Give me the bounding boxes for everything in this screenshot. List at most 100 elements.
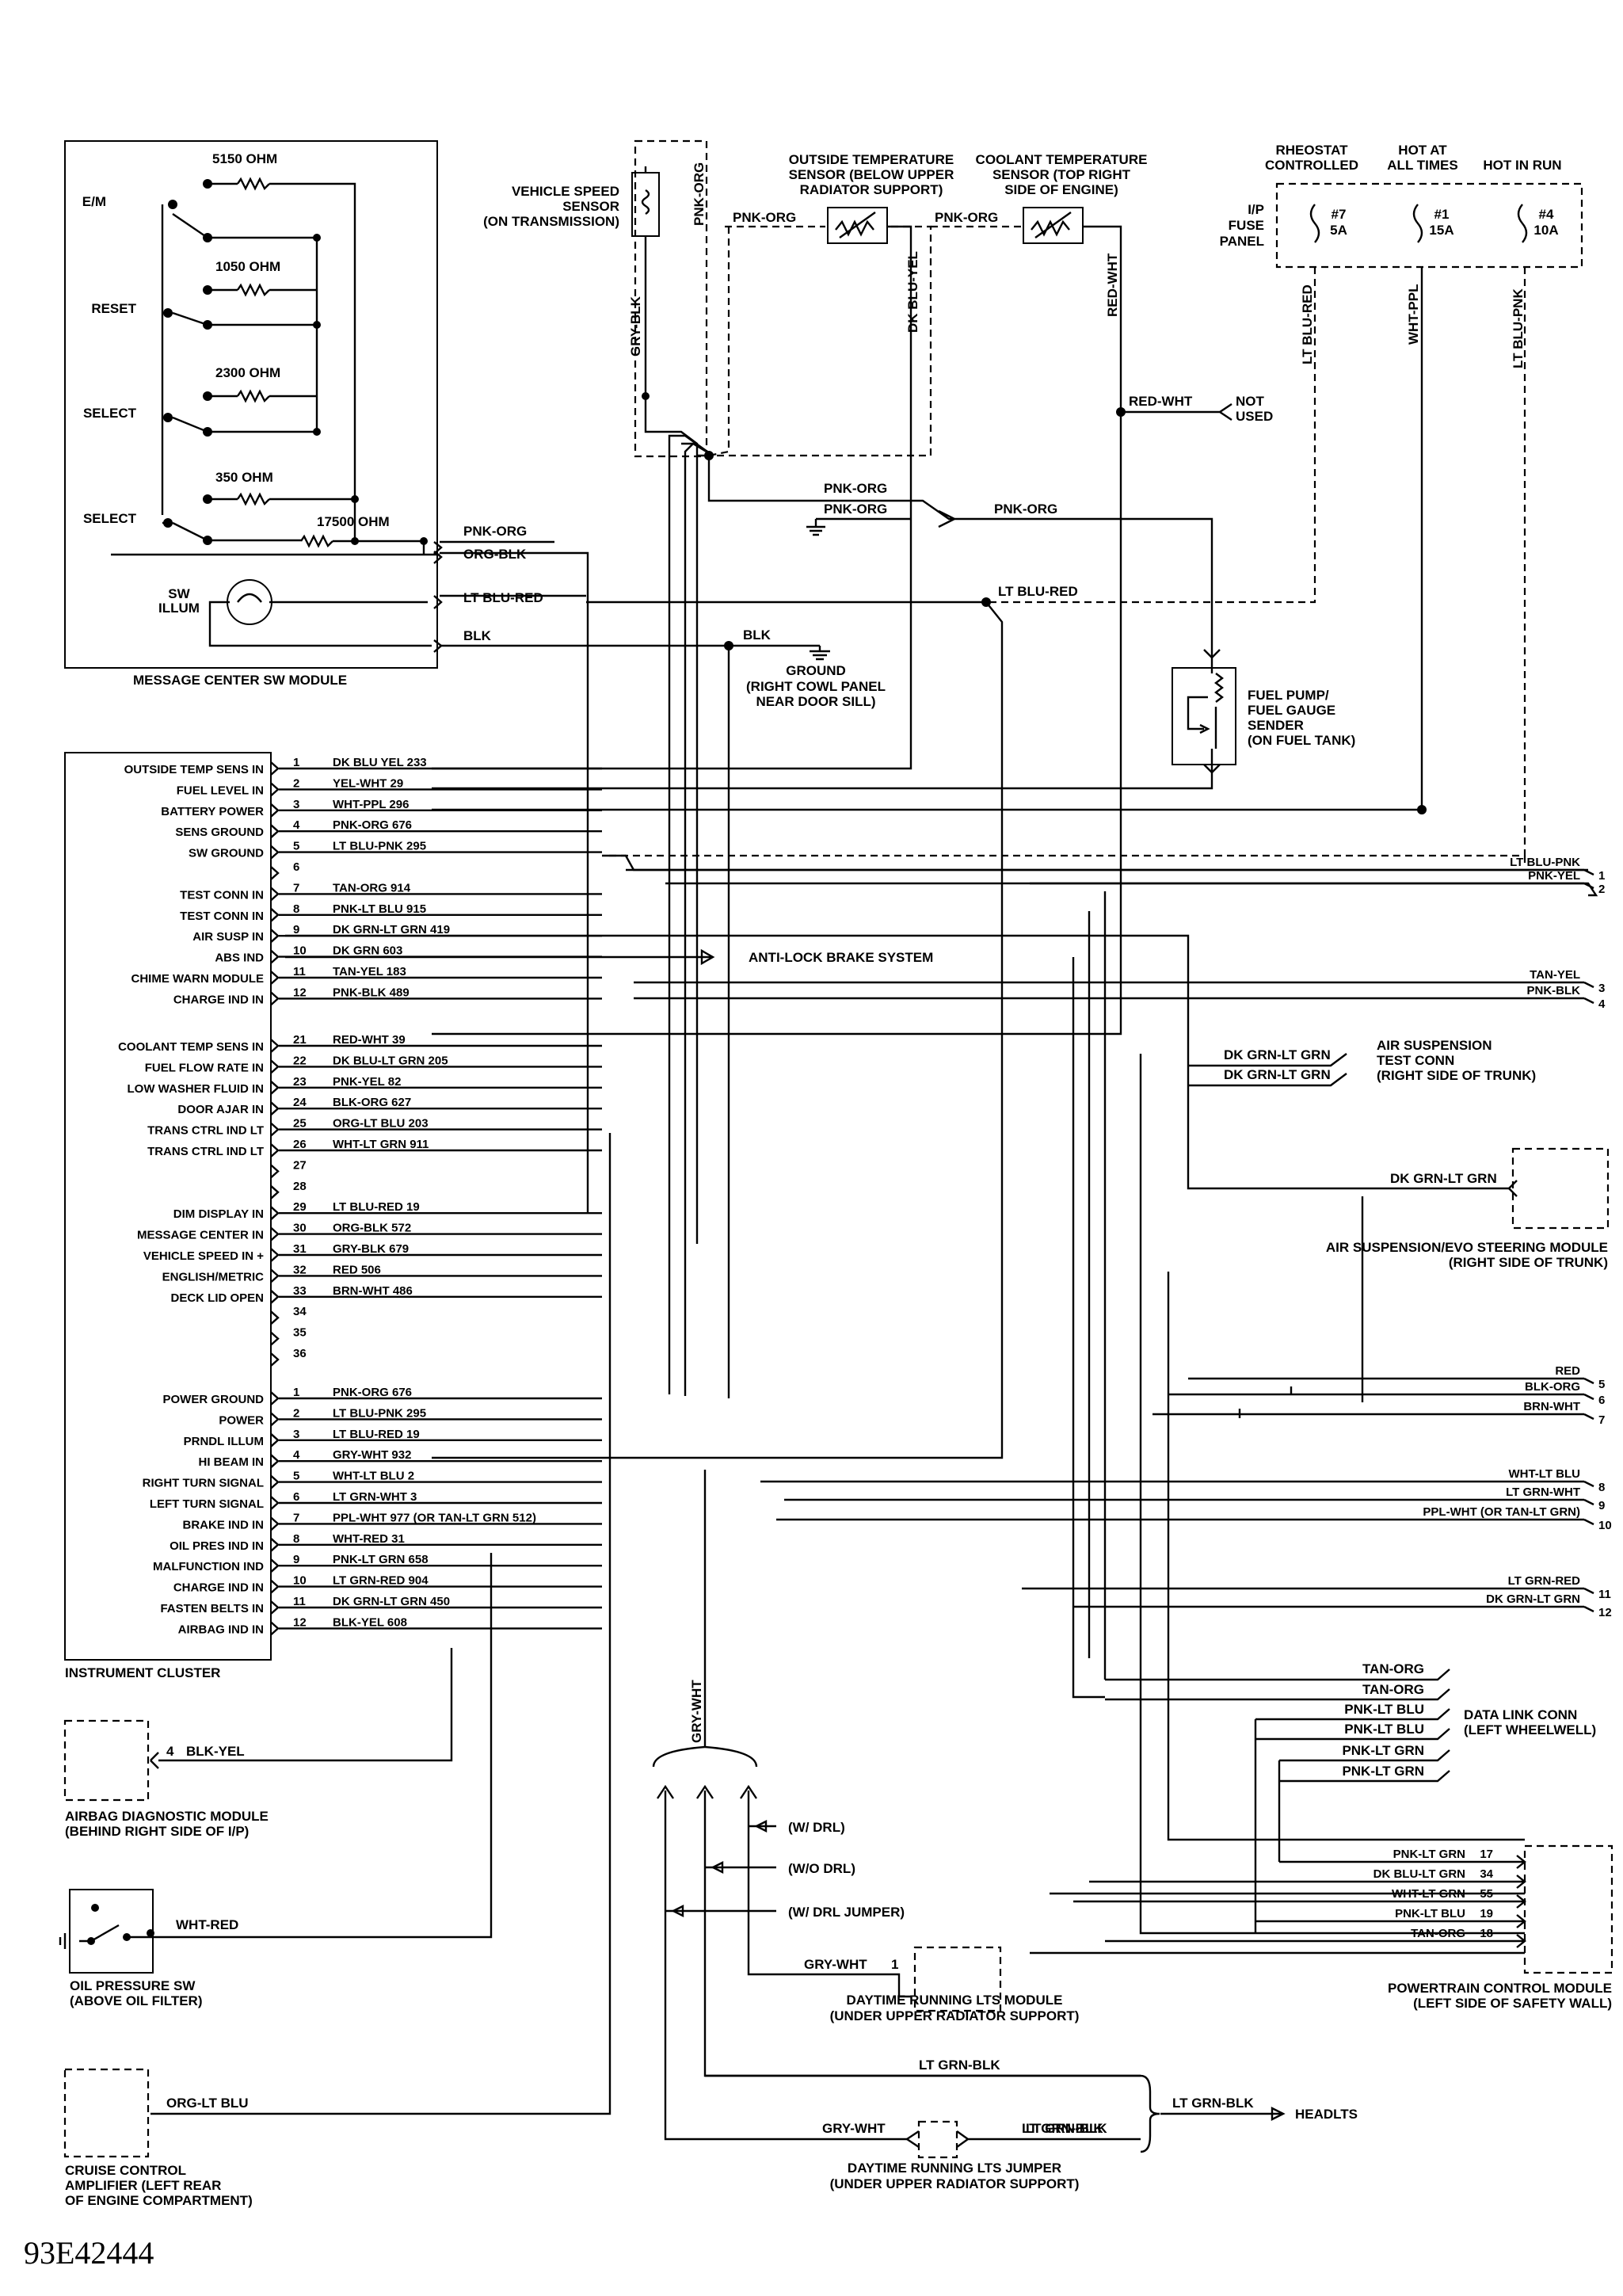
cluster-pin-number: 28 bbox=[293, 1180, 307, 1193]
mc-wire-pnk-org: PNK-ORG bbox=[463, 524, 527, 539]
fuse-header-hot-1: HOT AT bbox=[1398, 143, 1447, 158]
cruise-title-3: OF ENGINE COMPARTMENT) bbox=[65, 2193, 253, 2208]
cluster-pin-wire: PNK-ORG 676 bbox=[333, 818, 412, 832]
cluster-pin-name: DIM DISPLAY IN bbox=[173, 1207, 264, 1221]
mid-wire-lt-blu-red: LT BLU-RED bbox=[998, 584, 1078, 599]
cluster-pin-arrow bbox=[270, 1122, 280, 1137]
cluster-pin-arrow bbox=[270, 991, 280, 1006]
sw-illum-label-2: ILLUM bbox=[158, 601, 200, 616]
mc-wire-org-blk: ORG-BLK bbox=[463, 547, 527, 562]
cluster-pin-arrow bbox=[270, 1412, 280, 1427]
right-ref-tick bbox=[1583, 1518, 1594, 1526]
fuse-7-num: #7 bbox=[1332, 207, 1347, 222]
fuse-header-run: HOT IN RUN bbox=[1483, 158, 1561, 173]
cluster-pin-name: FUEL LEVEL IN bbox=[177, 784, 264, 797]
cluster-pin-wire: DK GRN-LT GRN 419 bbox=[333, 923, 450, 936]
ground-title-3: NEAR DOOR SILL) bbox=[756, 694, 875, 709]
drl-headlts-wire-2: LT GRN-BLK bbox=[1022, 2121, 1103, 2136]
abs-label: ANTI-LOCK BRAKE SYSTEM bbox=[749, 950, 933, 965]
cluster-pin-wire: LT BLU-RED 19 bbox=[333, 1428, 420, 1441]
cluster-pin-wire: LT BLU-PNK 295 bbox=[333, 1406, 426, 1420]
cluster-pin-arrow bbox=[270, 971, 280, 985]
cluster-pin-wire: PNK-BLK 489 bbox=[333, 986, 410, 999]
drl-module-pin: 1 bbox=[891, 1957, 898, 1972]
cluster-pin-arrow bbox=[270, 1310, 280, 1325]
cluster-pin-arrow bbox=[270, 1432, 280, 1447]
cluster-pin-number: 24 bbox=[293, 1096, 307, 1109]
cluster-pin-number: 30 bbox=[293, 1222, 307, 1235]
cruise-control-amplifier: ORG-LT BLU CRUISE CONTROL AMPLIFIER (LEF… bbox=[63, 1133, 611, 2208]
drl-option-jumper: (W/ DRL JUMPER) bbox=[788, 1905, 905, 1920]
cluster-pin-name: SW GROUND bbox=[189, 847, 264, 860]
right-ref-wire: PNK-YEL bbox=[1528, 869, 1580, 883]
instrument-cluster-title: INSTRUMENT CLUSTER bbox=[65, 1665, 220, 1680]
cluster-pin-name: TRANS CTRL IND LT bbox=[147, 1124, 264, 1138]
cluster-pin-name: ABS IND bbox=[215, 952, 264, 965]
cluster-pin-number: 8 bbox=[293, 1532, 299, 1546]
switch-label-reset: RESET bbox=[91, 301, 136, 316]
switch-label-select-2: SELECT bbox=[83, 511, 137, 526]
cluster-pin-name: PRNDL ILLUM bbox=[184, 1435, 264, 1448]
vss-title-3: (ON TRANSMISSION) bbox=[483, 214, 619, 229]
cluster-pin-wire: TAN-ORG 914 bbox=[333, 881, 411, 894]
drl-jumper-title-2: (UNDER UPPER RADIATOR SUPPORT) bbox=[830, 2176, 1080, 2191]
cluster-pin-arrow bbox=[270, 1331, 280, 1346]
drl-module-title-2: (UNDER UPPER RADIATOR SUPPORT) bbox=[830, 2008, 1080, 2023]
cluster-pin-wire: ORG-LT BLU 203 bbox=[333, 1117, 429, 1131]
cluster-pin-number: 33 bbox=[293, 1284, 307, 1298]
fuel-pump-title-4: (ON FUEL TANK) bbox=[1248, 733, 1355, 748]
cluster-pin-name: CHARGE IND IN bbox=[173, 1581, 264, 1595]
air-susp-wire-2: DK GRN-LT GRN bbox=[1224, 1067, 1331, 1082]
cluster-pin-wire: WHT-LT GRN 911 bbox=[333, 1138, 429, 1151]
cluster-pin-wire: PNK-LT GRN 658 bbox=[333, 1553, 429, 1566]
cts-title-2: SENSOR (TOP RIGHT bbox=[992, 167, 1131, 182]
cluster-pin-arrow bbox=[270, 1080, 280, 1095]
sw-illum-label-1: SW bbox=[168, 586, 190, 601]
cluster-pin-wire: WHT-PPL 296 bbox=[333, 798, 409, 811]
dlc-wire-2: TAN-ORG bbox=[1362, 1682, 1424, 1697]
right-ref-number: 12 bbox=[1598, 1606, 1612, 1619]
dlc-title-2: (LEFT WHEELWELL) bbox=[1464, 1722, 1596, 1737]
cluster-pin-name: ENGLISH/METRIC bbox=[162, 1270, 265, 1283]
drl-headlts-out-wire: LT GRN-BLK bbox=[1172, 2096, 1254, 2111]
dlc-wire-6: PNK-LT GRN bbox=[1342, 1764, 1424, 1779]
cluster-pin-number: 34 bbox=[293, 1305, 307, 1318]
pcm-pin-wire: PNK-LT GRN bbox=[1393, 1848, 1465, 1861]
cluster-pin-number: 1 bbox=[293, 1386, 299, 1399]
cluster-pin-wire: LT GRN-RED 904 bbox=[333, 1574, 429, 1588]
pcm-pin-wire: DK BLU-LT GRN bbox=[1373, 1867, 1465, 1881]
fuse-header-rheostat-2: CONTROLLED bbox=[1265, 158, 1358, 173]
right-ref-number: 3 bbox=[1598, 982, 1605, 995]
cluster-pin-name: MALFUNCTION IND bbox=[153, 1560, 264, 1573]
right-ref-wire: RED bbox=[1555, 1364, 1580, 1378]
ground-title-1: GROUND bbox=[786, 663, 846, 678]
cluster-pin-name: DOOR AJAR IN bbox=[177, 1103, 264, 1116]
air-module-wire: DK GRN-LT GRN bbox=[1390, 1171, 1497, 1186]
cluster-pin-arrow bbox=[270, 1143, 280, 1158]
pcm-pin-line bbox=[1105, 1934, 1526, 1948]
right-ref-tick bbox=[1583, 1480, 1594, 1488]
cluster-pin-name: OIL PRES IND IN bbox=[170, 1539, 264, 1553]
pcm-pin-number: 19 bbox=[1480, 1907, 1493, 1920]
right-ref-wire: PPL-WHT (OR TAN-LT GRN) bbox=[1423, 1505, 1580, 1519]
fuel-pump-title-1: FUEL PUMP/ bbox=[1248, 688, 1329, 703]
fuse-4-num: #4 bbox=[1539, 207, 1554, 222]
pcm-pin-number: 34 bbox=[1480, 1867, 1493, 1881]
mid-wire-pnk-org-2: PNK-ORG bbox=[824, 502, 887, 517]
right-ref-number: 6 bbox=[1598, 1394, 1605, 1407]
cluster-pin-number: 21 bbox=[293, 1033, 307, 1047]
air-module-title-1: AIR SUSPENSION/EVO STEERING MODULE bbox=[1326, 1240, 1608, 1255]
cluster-pin-wire: PNK-YEL 82 bbox=[333, 1075, 401, 1089]
cluster-pin-arrow bbox=[270, 1059, 280, 1074]
cluster-pin-arrow bbox=[270, 1474, 280, 1489]
cluster-pin-number: 4 bbox=[293, 1448, 300, 1462]
cts-wire-red-wht: RED-WHT bbox=[1105, 253, 1120, 317]
cluster-pin-wire: LT BLU-PNK 295 bbox=[333, 840, 426, 853]
cluster-pin-wire: PNK-LT BLU 915 bbox=[333, 902, 426, 916]
cluster-pin-number: 27 bbox=[293, 1158, 307, 1172]
fuse-7-amp: 5A bbox=[1330, 223, 1347, 238]
not-used-wire: RED-WHT bbox=[1129, 394, 1193, 409]
cluster-pin-number: 23 bbox=[293, 1075, 307, 1089]
